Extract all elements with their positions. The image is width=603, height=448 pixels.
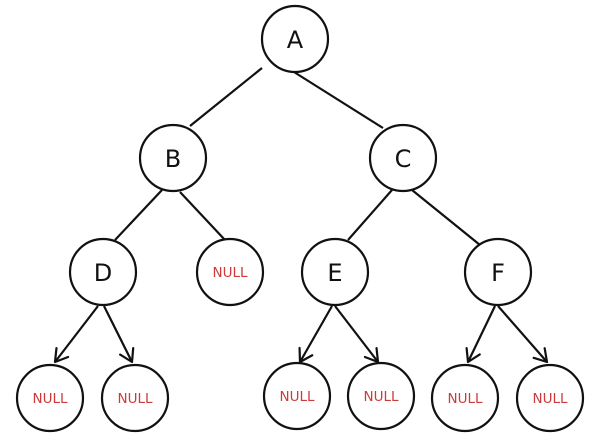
null-node: NULL [100, 363, 170, 433]
null-node: NULL [195, 237, 265, 307]
edge-d-n3 [103, 305, 133, 363]
null-node-label: NULL [32, 391, 68, 407]
edge-b-n1 [179, 191, 226, 241]
null-node-circle [515, 363, 585, 433]
tree-node-d: D [68, 237, 138, 307]
null-node: NULL [430, 363, 500, 433]
arrowhead-f-n7 [532, 347, 549, 364]
node-label-c: C [395, 145, 412, 173]
null-node-circle [430, 363, 500, 433]
edge-a-b [189, 67, 263, 127]
node-label-f: F [491, 259, 505, 287]
arrowhead-d-n2 [53, 346, 70, 364]
null-node-circle [195, 237, 265, 307]
node-circle-e [300, 237, 370, 307]
node-label-b: B [165, 145, 181, 173]
node-label-d: D [94, 259, 112, 287]
arrowhead-e-n4 [298, 346, 314, 364]
tree-node-a: A [260, 4, 330, 74]
null-node-label: NULL [212, 265, 248, 281]
edges-layer [53, 67, 549, 364]
tree-node-c: C [368, 123, 438, 193]
edge-b-d [114, 189, 163, 241]
edge-c-e [347, 189, 393, 241]
node-label-e: E [327, 259, 342, 287]
node-label-a: A [287, 26, 304, 54]
node-circle-b [138, 123, 208, 193]
null-node: NULL [515, 363, 585, 433]
node-circle-f [463, 237, 533, 307]
node-circle-a [260, 4, 330, 74]
tree-node-e: E [300, 237, 370, 307]
arrowhead-d-n3 [119, 346, 135, 364]
edge-c-f [411, 189, 481, 246]
arrowhead-e-n5 [363, 346, 380, 364]
edge-e-n5 [334, 305, 379, 363]
null-node: NULL [346, 361, 416, 431]
null-node-label: NULL [279, 389, 315, 405]
edge-f-n6 [467, 305, 496, 363]
arrowhead-f-n6 [465, 346, 481, 364]
null-node: NULL [262, 361, 332, 431]
null-node: NULL [15, 363, 85, 433]
null-node-circle [262, 361, 332, 431]
tree-node-f: F [463, 237, 533, 307]
node-circle-d [68, 237, 138, 307]
edge-f-n7 [497, 305, 548, 363]
null-node-circle [100, 363, 170, 433]
edge-a-c [293, 71, 384, 129]
edge-d-n2 [54, 305, 99, 363]
nodes-layer: A B C D NULL E F NULL NULL NULL NULL NULL NULL [15, 4, 585, 433]
null-node-circle [346, 361, 416, 431]
null-node-circle [15, 363, 85, 433]
null-node-label: NULL [532, 391, 568, 407]
null-node-label: NULL [363, 389, 399, 405]
edge-e-n4 [299, 305, 333, 363]
node-circle-c [368, 123, 438, 193]
tree-node-b: B [138, 123, 208, 193]
null-node-label: NULL [117, 391, 153, 407]
null-node-label: NULL [447, 391, 483, 407]
